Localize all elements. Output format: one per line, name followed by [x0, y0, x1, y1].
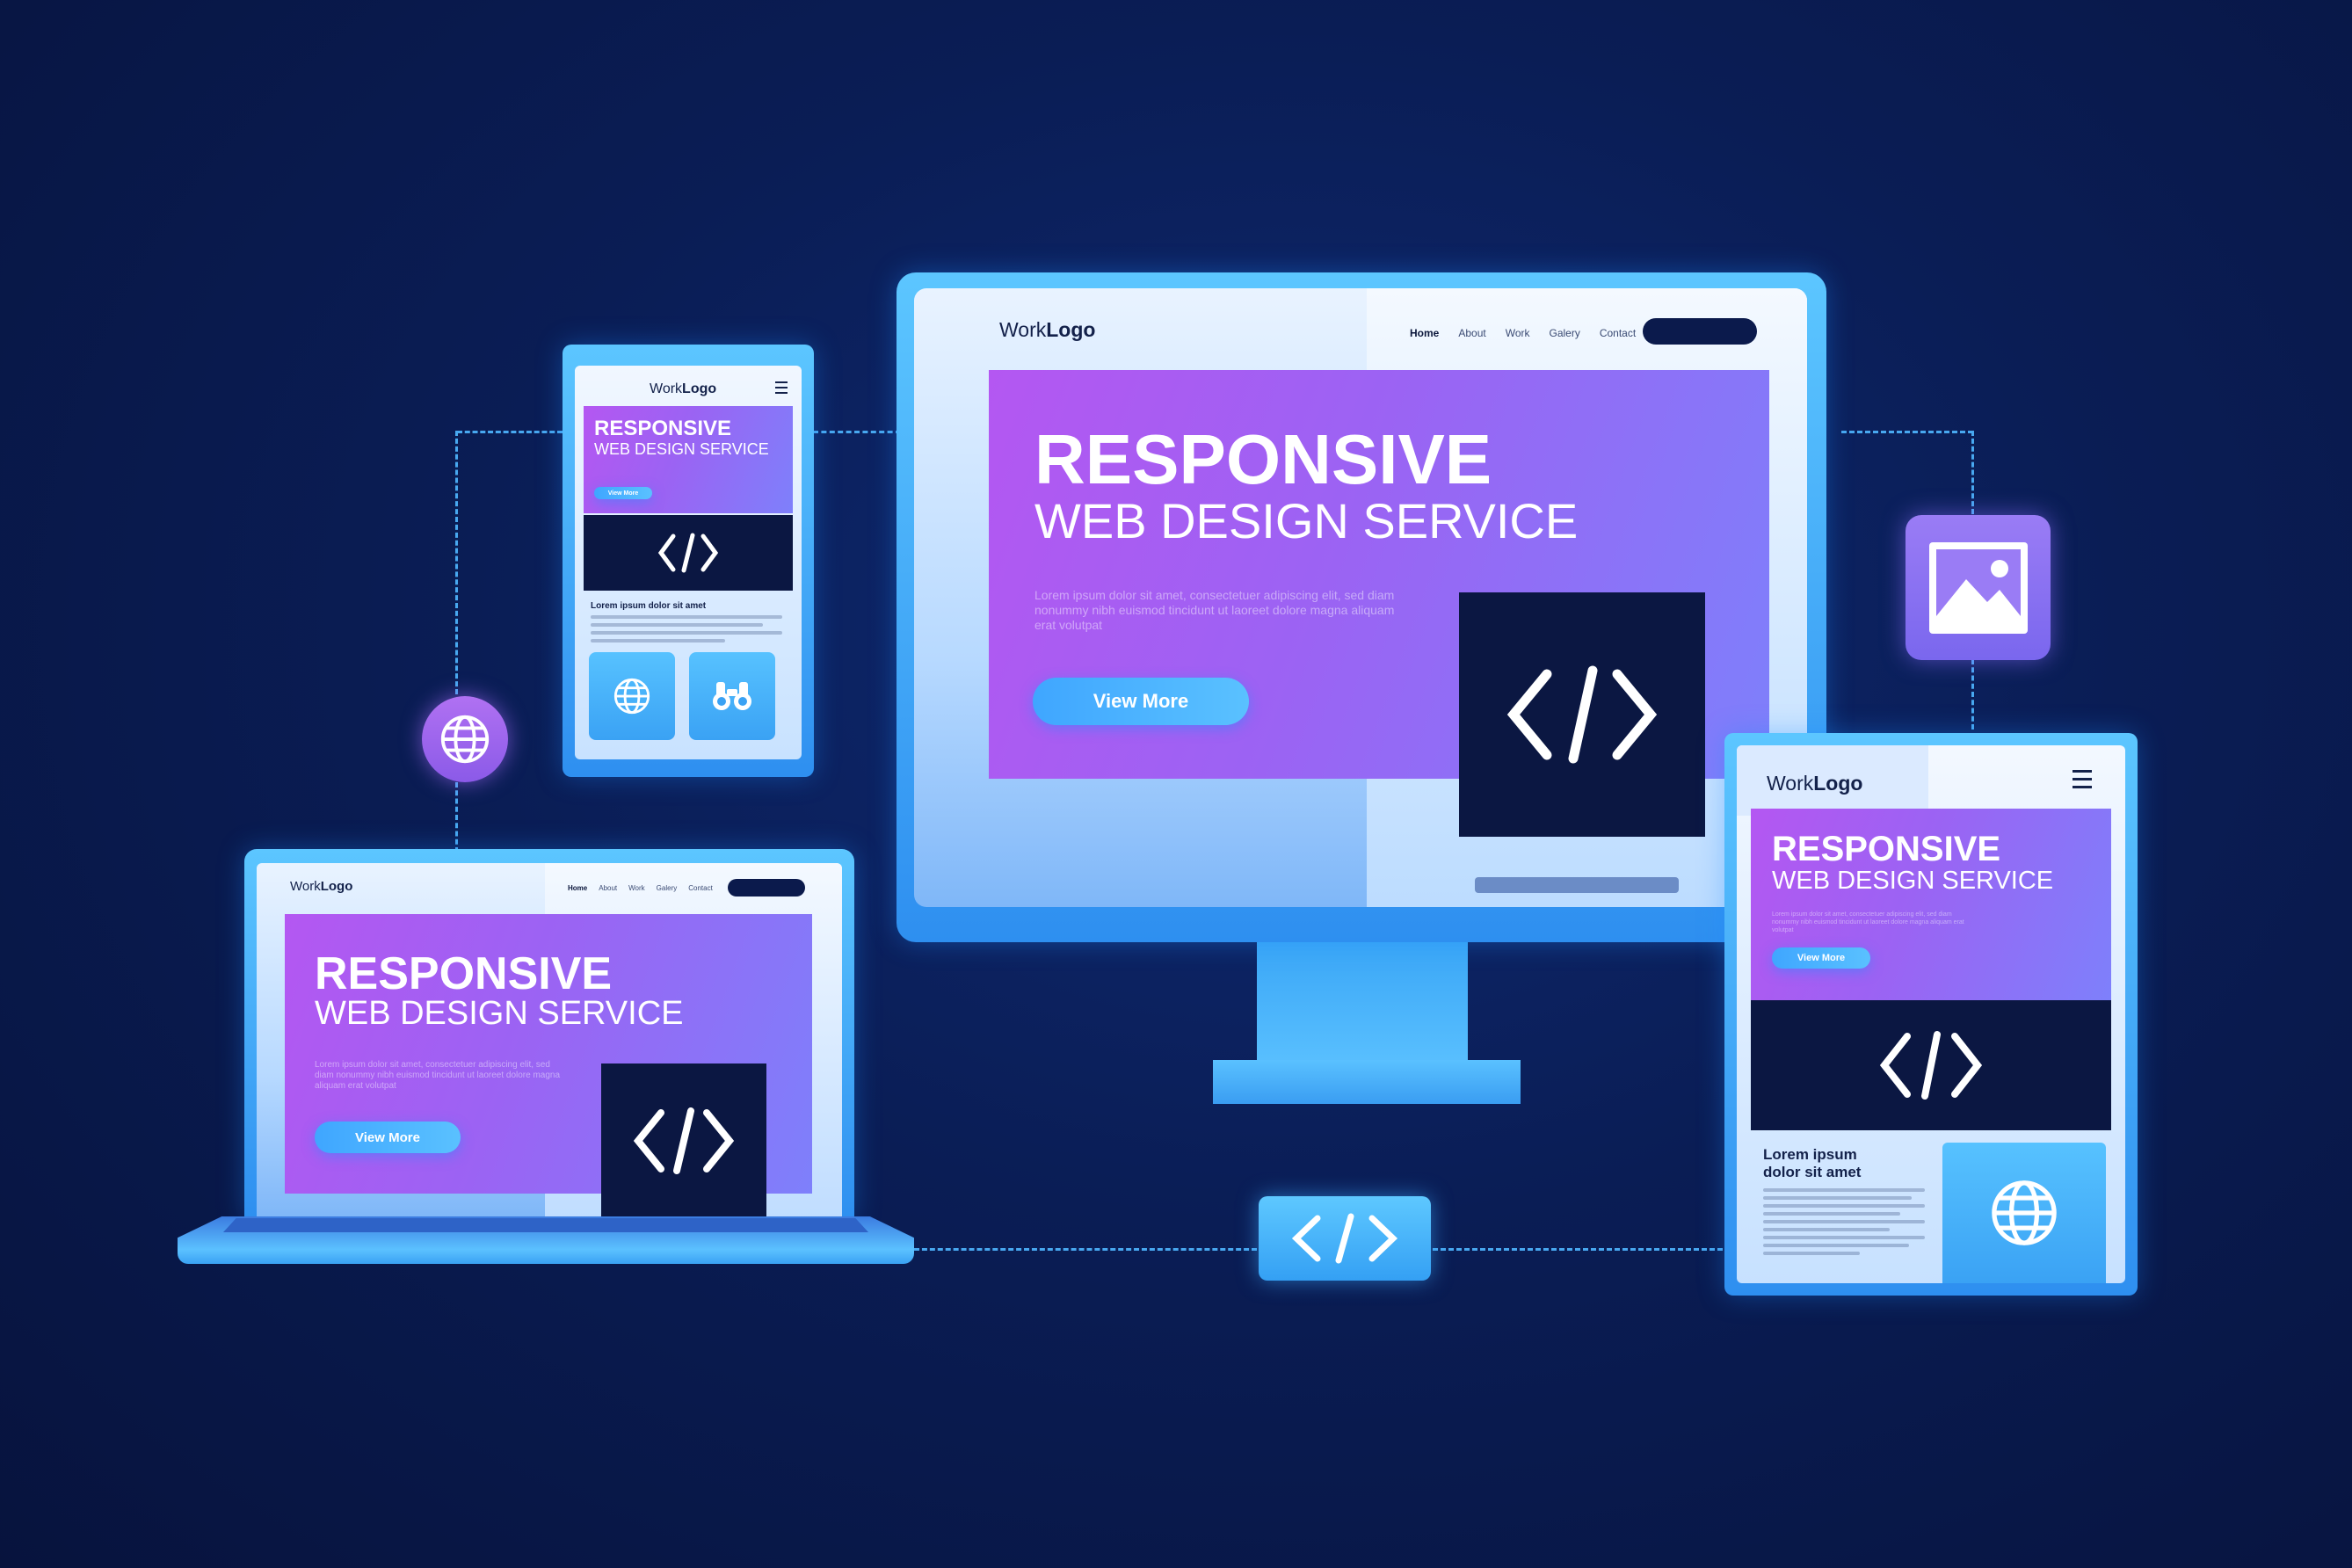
nav-gallery[interactable]: Galery	[1549, 327, 1580, 339]
logo-suffix: Logo	[320, 879, 353, 894]
desktop-hero-subtitle: WEB DESIGN SERVICE	[1034, 493, 1579, 548]
phone-globe-tile	[589, 652, 675, 740]
image-icon	[1928, 541, 2028, 634]
phone-device: WorkLogo RESPONSIVE WEB DESIGN SERVICE V…	[563, 345, 814, 777]
phone-screen: WorkLogo RESPONSIVE WEB DESIGN SERVICE V…	[575, 366, 802, 759]
connector-line-top-left	[457, 431, 563, 433]
code-icon	[633, 1107, 735, 1174]
monitor-screen: WorkLogo Home About Work Galery Contact …	[914, 288, 1807, 907]
logo-prefix: Work	[650, 381, 683, 396]
menu-icon[interactable]	[775, 381, 788, 394]
desktop-code-box	[1459, 592, 1705, 837]
phone-body-lines	[591, 615, 782, 647]
logo-suffix: Logo	[1046, 318, 1096, 341]
laptop-hero-body: Lorem ipsum dolor sit amet, consectetuer…	[315, 1060, 561, 1091]
tablet-hero-title: RESPONSIVE	[1772, 830, 2001, 868]
logo-prefix: Work	[1767, 772, 1814, 795]
connector-line-bottom-right	[1433, 1248, 1723, 1251]
binoculars-icon	[713, 682, 751, 710]
code-icon	[1291, 1213, 1398, 1264]
desktop-nav-button[interactable]	[1643, 318, 1757, 345]
phone-section-heading: Lorem ipsum dolor sit amet	[591, 601, 707, 611]
desktop-hero-title: RESPONSIVE	[1034, 420, 1492, 498]
laptop-screen: WorkLogo Home About Work Galery Contact …	[257, 863, 842, 1218]
nav-contact[interactable]: Contact	[688, 884, 713, 892]
laptop-nav-button[interactable]	[728, 879, 805, 897]
laptop-hero-subtitle: WEB DESIGN SERVICE	[315, 995, 684, 1032]
phone-hero-title: RESPONSIVE	[594, 417, 732, 440]
globe-icon	[613, 678, 650, 715]
tablet-heading-line2: dolor sit amet	[1763, 1164, 1862, 1180]
laptop-keyboard-slot	[223, 1218, 868, 1232]
tablet-logo: WorkLogo	[1767, 772, 1862, 795]
image-badge	[1906, 515, 2051, 660]
phone-logo: WorkLogo	[650, 381, 716, 397]
desktop-monitor: WorkLogo Home About Work Galery Contact …	[897, 272, 1828, 1107]
desktop-logo: WorkLogo	[999, 318, 1095, 342]
desktop-view-more-button[interactable]: View More	[1033, 678, 1249, 725]
menu-icon[interactable]	[2073, 770, 2092, 789]
globe-icon	[440, 715, 490, 764]
tablet-section-heading: Lorem ipsum dolor sit amet	[1763, 1146, 1861, 1181]
nav-about[interactable]: About	[599, 884, 618, 892]
connector-line-bottom-left	[914, 1248, 1257, 1251]
tablet-screen: WorkLogo RESPONSIVE WEB DESIGN SERVICE L…	[1737, 745, 2125, 1283]
nav-work[interactable]: Work	[628, 884, 645, 892]
monitor-base	[1213, 1060, 1521, 1104]
tablet-body-lines	[1763, 1188, 1925, 1259]
desktop-nav-links: Home About Work Galery Contact	[1410, 327, 1636, 339]
code-icon	[657, 533, 719, 573]
connector-line-top-center	[813, 431, 901, 433]
nav-home[interactable]: Home	[568, 884, 588, 892]
connector-line-left-vertical-bottom	[455, 782, 458, 853]
tablet-globe-tile	[1942, 1143, 2106, 1283]
tablet-logo-area	[1737, 745, 1928, 816]
laptop-hero-title: RESPONSIVE	[315, 948, 613, 999]
phone-binoculars-tile	[689, 652, 775, 740]
code-icon	[1879, 1031, 1983, 1100]
nav-work[interactable]: Work	[1505, 327, 1530, 339]
connector-line-top-right	[1841, 431, 1973, 433]
monitor-screen-bar	[1475, 877, 1679, 893]
code-icon	[1506, 665, 1658, 764]
tablet-hero-subtitle: WEB DESIGN SERVICE	[1772, 867, 2054, 895]
globe-badge	[422, 696, 508, 782]
logo-prefix: Work	[290, 879, 321, 894]
phone-view-more-button[interactable]: View More	[594, 487, 652, 499]
connector-line-left-vertical-top	[455, 431, 458, 694]
tablet-device: WorkLogo RESPONSIVE WEB DESIGN SERVICE L…	[1724, 733, 2138, 1296]
laptop-hero: RESPONSIVE WEB DESIGN SERVICE Lorem ipsu…	[285, 914, 812, 1194]
tablet-view-more-button[interactable]: View More	[1772, 947, 1870, 969]
code-badge	[1259, 1196, 1431, 1281]
tablet-hero-body: Lorem ipsum dolor sit amet, consectetuer…	[1772, 911, 1964, 933]
laptop-nav-links: Home About Work Galery Contact	[568, 884, 713, 892]
nav-gallery[interactable]: Galery	[656, 884, 678, 892]
phone-hero: RESPONSIVE WEB DESIGN SERVICE View More	[584, 406, 793, 513]
laptop-device: WorkLogo Home About Work Galery Contact …	[178, 849, 916, 1297]
logo-prefix: Work	[999, 318, 1047, 341]
globe-icon	[1992, 1180, 2057, 1245]
nav-contact[interactable]: Contact	[1599, 327, 1637, 339]
tablet-heading-line1: Lorem ipsum	[1763, 1146, 1857, 1163]
connector-line-right-vertical-bottom	[1971, 659, 1974, 730]
logo-suffix: Logo	[1813, 772, 1863, 795]
connector-line-right-vertical-top	[1971, 431, 1974, 514]
desktop-nav-bar: WorkLogo Home About Work Galery Contact	[914, 288, 1807, 367]
tablet-hero: RESPONSIVE WEB DESIGN SERVICE Lorem ipsu…	[1751, 809, 2111, 1000]
phone-hero-subtitle: WEB DESIGN SERVICE	[594, 440, 769, 458]
laptop-view-more-button[interactable]: View More	[315, 1122, 461, 1153]
desktop-hero-body: Lorem ipsum dolor sit amet, consectetuer…	[1034, 588, 1395, 632]
monitor-neck	[1257, 940, 1468, 1072]
desktop-hero: RESPONSIVE WEB DESIGN SERVICE Lorem ipsu…	[989, 370, 1769, 779]
logo-suffix: Logo	[682, 381, 717, 396]
nav-home[interactable]: Home	[1410, 327, 1440, 339]
nav-about[interactable]: About	[1458, 327, 1486, 339]
laptop-logo: WorkLogo	[290, 879, 352, 894]
phone-code-box	[584, 515, 793, 591]
tablet-code-box	[1751, 1000, 2111, 1130]
laptop-code-box	[601, 1063, 766, 1218]
